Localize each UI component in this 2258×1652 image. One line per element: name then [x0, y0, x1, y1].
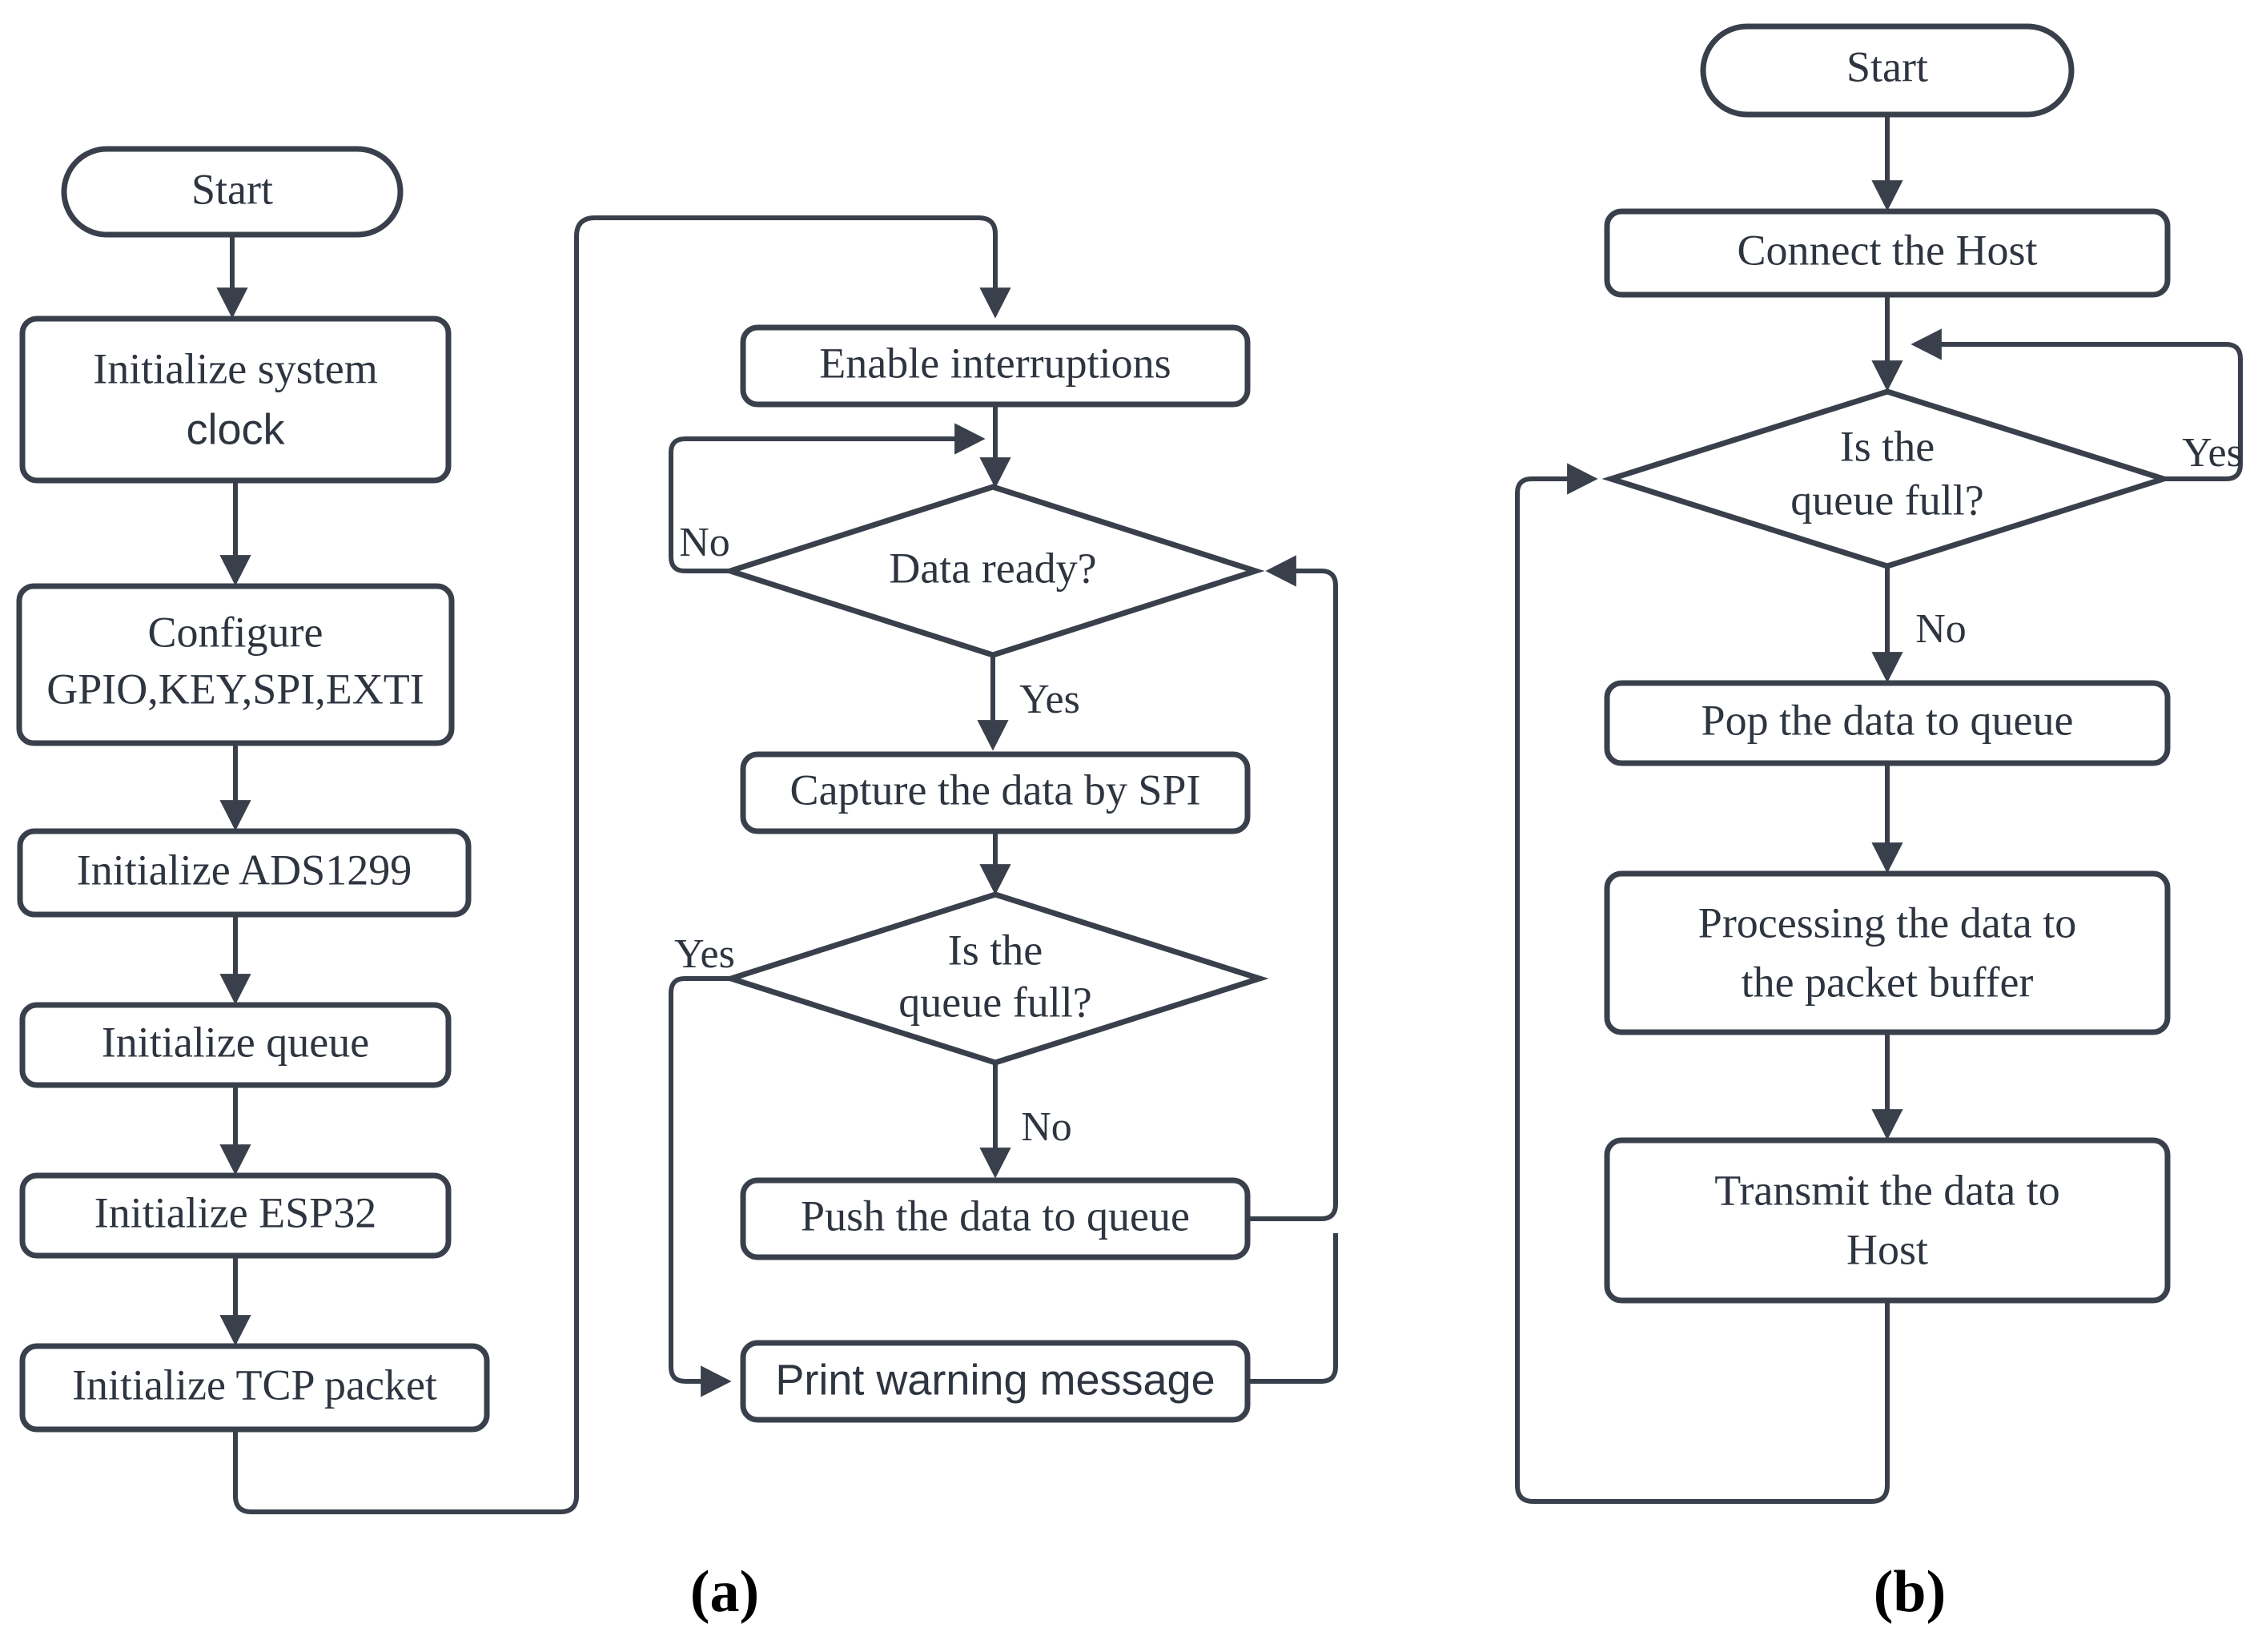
edge-label-a-yes-data-ready: Yes: [1019, 677, 1080, 722]
node-a-queue-full-decision[interactable]: Is the queue full?: [721, 891, 1269, 1066]
node-a-push-data-queue[interactable]: Push the data to queue: [740, 1177, 1251, 1260]
edge-a-warning-back-to-data-ready: [1248, 1233, 1338, 1384]
node-b-transmit-data-host[interactable]: Transmit the data to Host: [1604, 1137, 2171, 1304]
edge-b-transmit-back-to-queue-full: [1515, 463, 1890, 1504]
node-b-processing-label-line1: Processing the data to: [1698, 898, 2076, 947]
node-a-init-ads1299-label: Initialize ADS1299: [77, 846, 412, 894]
node-a-push-data-queue-label: Push the data to queue: [801, 1192, 1190, 1240]
panel-a-caption: (a): [690, 1559, 759, 1625]
node-a-queue-full-label-line1: Is the: [948, 926, 1043, 974]
node-b-processing-packet-buffer[interactable]: Processing the data to the packet buffer: [1604, 870, 2171, 1035]
panel-b-caption: (b): [1874, 1559, 1946, 1625]
node-a-init-tcp-packet-label: Initialize TCP packet: [72, 1361, 437, 1409]
node-a-data-ready-label: Data ready?: [889, 544, 1096, 592]
node-a-init-clock-label-line1: Initialize system: [93, 344, 377, 392]
edge-a-queue-full-yes: [669, 976, 732, 1397]
node-a-print-warning-label: Print warning message: [775, 1356, 1215, 1404]
node-b-processing-label-line2: the packet buffer: [1742, 958, 2034, 1006]
edge-label-b-no-queue-full: No: [1915, 606, 1967, 652]
edge-label-b-yes-queue-full: Yes: [2182, 430, 2243, 476]
node-b-queue-full-label-line1: Is the: [1840, 422, 1935, 470]
node-a-init-clock[interactable]: Initialize system clock: [19, 316, 452, 484]
edge-label-a-no-data-ready: No: [679, 520, 730, 565]
edge-a-push-back-to-data-ready: [1248, 555, 1338, 1221]
edge-label-a-no-queue-full: No: [1021, 1104, 1072, 1150]
node-a-start[interactable]: Start: [61, 146, 404, 238]
node-a-init-queue[interactable]: Initialize queue: [19, 1002, 452, 1088]
node-a-init-clock-label-line2: clock: [186, 405, 285, 453]
node-b-pop-data-queue-label: Pop the data to queue: [1702, 696, 2074, 744]
node-a-init-queue-label: Initialize queue: [102, 1018, 369, 1066]
node-b-transmit-label-line2: Host: [1846, 1225, 1928, 1273]
node-a-init-tcp-packet[interactable]: Initialize TCP packet: [19, 1343, 490, 1433]
node-b-start-label: Start: [1846, 42, 1928, 90]
node-a-print-warning[interactable]: Print warning message: [740, 1340, 1251, 1423]
edge-label-a-yes-queue-full: Yes: [674, 931, 735, 977]
panel-a-group: Start Initialize system clock Configure …: [16, 146, 1338, 1625]
node-b-connect-host-label: Connect the Host: [1738, 226, 2038, 274]
edge-a-tcp-to-enable-interruptions: [233, 215, 1011, 1514]
node-a-capture-data-spi-label: Capture the data by SPI: [790, 766, 1201, 814]
node-a-data-ready-decision[interactable]: Data ready?: [721, 484, 1265, 658]
node-a-configure-gpio-label-line2: GPIO,KEY,SPI,EXTI: [46, 665, 424, 713]
edge-a-data-ready-no-loop: [669, 423, 986, 573]
node-a-init-esp32[interactable]: Initialize ESP32: [19, 1172, 452, 1259]
edge-b-queue-full-yes-loop: [1910, 328, 2243, 481]
node-a-start-label: Start: [191, 165, 273, 213]
node-a-queue-full-label-line2: queue full?: [898, 978, 1091, 1026]
node-a-init-ads1299[interactable]: Initialize ADS1299: [17, 828, 472, 918]
node-a-enable-interruptions-label: Enable interruptions: [819, 339, 1171, 387]
node-b-transmit-label-line1: Transmit the data to: [1714, 1166, 2059, 1214]
node-b-connect-host[interactable]: Connect the Host: [1604, 208, 2171, 298]
node-a-configure-gpio[interactable]: Configure GPIO,KEY,SPI,EXTI: [16, 583, 455, 746]
panel-b-group: Start Connect the Host Is the queue full…: [1515, 23, 2243, 1625]
node-a-configure-gpio-label-line1: Configure: [148, 608, 323, 656]
node-b-queue-full-label-line2: queue full?: [1790, 476, 1983, 524]
node-a-enable-interruptions[interactable]: Enable interruptions: [740, 324, 1251, 408]
node-a-init-esp32-label: Initialize ESP32: [94, 1188, 376, 1236]
node-b-start[interactable]: Start: [1700, 23, 2075, 118]
node-b-pop-data-queue[interactable]: Pop the data to queue: [1604, 680, 2171, 766]
node-a-capture-data-spi[interactable]: Capture the data by SPI: [740, 751, 1251, 834]
node-b-queue-full-decision[interactable]: Is the queue full?: [1601, 388, 2173, 569]
